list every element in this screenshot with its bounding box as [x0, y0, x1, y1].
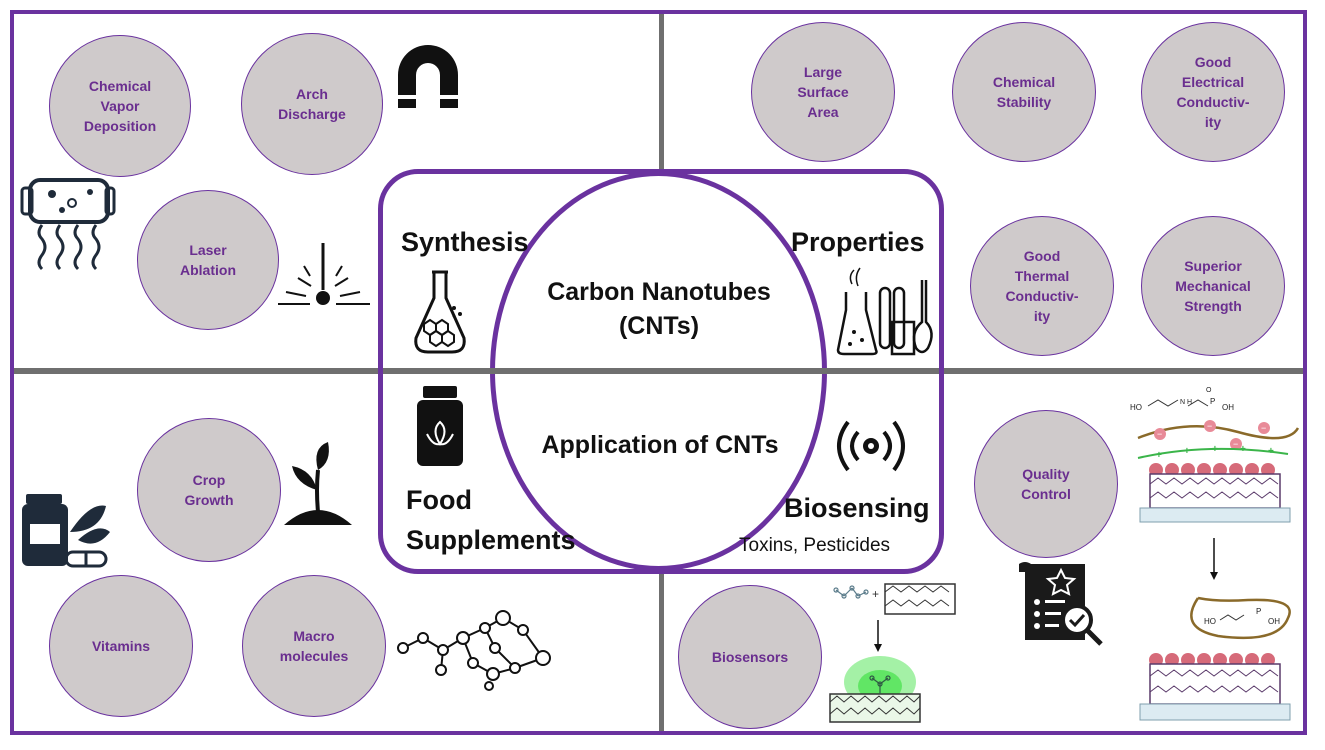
ho-label-top: HO	[1130, 403, 1142, 412]
svg-text:OH: OH	[1268, 617, 1280, 626]
crop-growth-circle: Crop Growth	[137, 418, 281, 562]
svg-text:P: P	[1256, 607, 1261, 616]
furnace-icon	[20, 178, 116, 271]
biosensor-nanotube-diagram: +	[829, 583, 956, 723]
biosensors-label: Biosensors	[711, 649, 789, 665]
n-label-top: N H	[1180, 399, 1192, 406]
chemical-stability-circle: Chemical Stability	[952, 22, 1096, 162]
oh-label-top: OH	[1222, 403, 1234, 412]
vitamins-circle: Vitamins	[49, 575, 193, 717]
cvd-label: Chemical Vapor Deposition	[83, 78, 157, 134]
cvd-circle: Chemical Vapor Deposition	[49, 35, 191, 177]
macromolecule-network-icon	[397, 610, 551, 691]
vitamins-label: Vitamins	[91, 638, 151, 654]
macromolecules-label: Macro molecules	[279, 628, 349, 664]
arch-discharge-circle: Arch Discharge	[241, 33, 383, 175]
hub-divider	[487, 368, 830, 374]
svg-text:+: +	[1240, 444, 1246, 455]
biosensing-title: Biosensing	[784, 493, 930, 523]
biosensing-subtitle: Toxins, Pesticides	[739, 535, 891, 556]
mechanical-strength-circle: Superior Mechanical Strength	[1141, 216, 1285, 356]
flask-icon	[414, 270, 466, 354]
svg-text:+: +	[1184, 446, 1190, 457]
food-supplements-title: Food Supplements	[406, 485, 576, 555]
supplement-jar-icon	[22, 494, 110, 568]
supplement-bottle-icon	[417, 386, 463, 466]
chemical-stability-label: Chemical Stability	[992, 74, 1056, 110]
svg-text:+: +	[872, 587, 879, 601]
quality-document-icon	[1019, 562, 1103, 646]
crop-growth-label: Crop Growth	[184, 472, 234, 508]
quality-control-circle: Quality Control	[974, 410, 1118, 558]
surface-area-label: Large Surface Area	[797, 64, 849, 120]
lab-glassware-icon	[836, 267, 933, 356]
svg-text:−: −	[1261, 423, 1266, 433]
laser-ablation-circle: Laser Ablation	[137, 190, 279, 330]
svg-text:−: −	[1233, 439, 1238, 449]
svg-text:+: +	[1268, 446, 1274, 457]
synthesis-title: Synthesis	[401, 227, 529, 257]
laser-ablation-label: Laser Ablation	[180, 242, 236, 278]
application-title: Application of CNTs	[541, 431, 779, 459]
o-label-top: O	[1206, 387, 1212, 394]
aptasensor-diagram: HO N H P OH O − − − − + + + + + HO P OH	[1130, 387, 1300, 721]
svg-text:−: −	[1157, 429, 1162, 439]
svg-text:HO: HO	[1204, 617, 1216, 626]
macromolecules-circle: Macro molecules	[242, 575, 386, 717]
svg-text:+: +	[1156, 450, 1162, 461]
p-label-top: P	[1210, 397, 1215, 406]
cnt-title: Carbon Nanotubes (CNTs)	[547, 278, 771, 340]
sensor-signal-icon	[837, 420, 905, 472]
surface-area-circle: Large Surface Area	[751, 22, 895, 162]
quality-control-label: Quality Control	[1021, 466, 1071, 502]
sprout-icon	[284, 442, 352, 525]
properties-title: Properties	[791, 227, 925, 257]
thermal-conductivity-label: Good Thermal Conductiv- ity	[1005, 248, 1079, 324]
thermal-conductivity-circle: Good Thermal Conductiv- ity	[970, 216, 1114, 356]
svg-text:+: +	[1212, 444, 1218, 455]
magnet-icon	[398, 45, 458, 108]
laser-icon	[278, 243, 370, 305]
biosensors-circle: Biosensors	[678, 585, 822, 729]
mechanical-strength-label: Superior Mechanical Strength	[1175, 258, 1251, 314]
electrical-conductivity-circle: Good Electrical Conductiv- ity	[1141, 22, 1285, 162]
arch-discharge-label: Arch Discharge	[278, 86, 346, 122]
electrical-conductivity-label: Good Electrical Conductiv- ity	[1176, 54, 1250, 130]
outer-frame	[10, 10, 1307, 735]
svg-text:−: −	[1207, 421, 1212, 431]
